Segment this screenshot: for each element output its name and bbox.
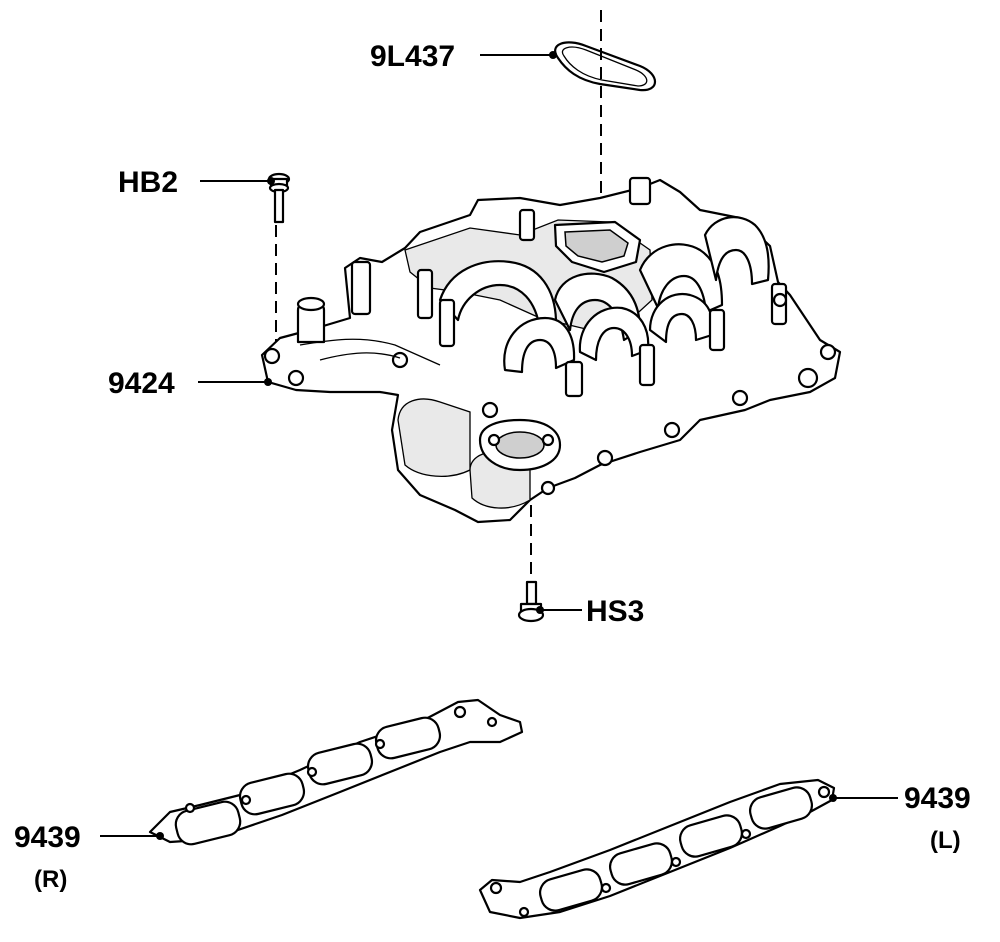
bolt-hs3 — [517, 580, 545, 623]
label-9439-l: 9439 — [904, 782, 971, 815]
label-9439-r: 9439 — [14, 821, 81, 854]
hs3-callout-dot — [536, 606, 544, 614]
label-hs3: HS3 — [586, 595, 644, 628]
hb2-callout-dot — [267, 177, 275, 185]
gasket-left — [478, 778, 837, 920]
gasket-l-callout-dot — [829, 794, 837, 802]
manifold-callout-dot — [264, 378, 272, 386]
flange-bosses — [263, 292, 837, 496]
bolt-hb2 — [267, 172, 291, 224]
gasket-right — [148, 698, 524, 846]
label-l: (L) — [930, 827, 961, 854]
label-r: (R) — [34, 866, 67, 893]
gasket-r-callout-dot — [156, 832, 164, 840]
o-ring-seal — [549, 41, 657, 92]
oring-callout-dot — [549, 51, 557, 59]
label-9424: 9424 — [108, 367, 175, 400]
label-9l437: 9L437 — [370, 40, 455, 73]
label-hb2: HB2 — [118, 166, 178, 199]
intake-manifold — [260, 176, 842, 524]
